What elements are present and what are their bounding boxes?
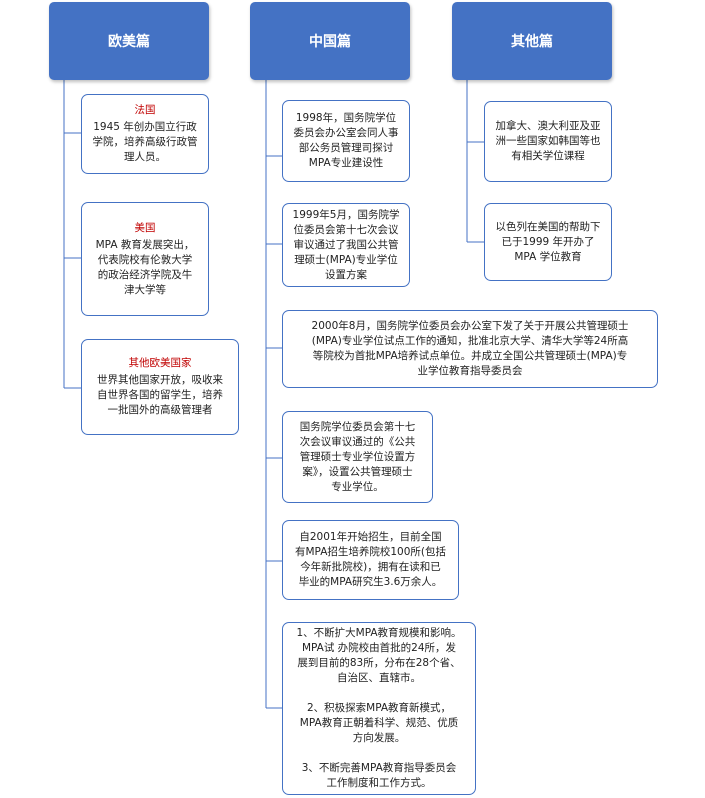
node-china-1999: 1999年5月，国务院学 位委员会第十七次会议 审议通过了我国公共管 理硕士(M… [282, 203, 410, 287]
node-other-israel: 以色列在美国的帮助下 已于1999 年开办了 MPA 学位教育 [484, 203, 612, 281]
node-other-western: 其他欧美国家 世界其他国家开放，吸收来 自世界各国的留学生，培养 一批国外的高级… [81, 339, 239, 435]
node-text: 1999年5月，国务院学 位委员会第十七次会议 审议通过了我国公共管 理硕士(M… [292, 208, 400, 281]
node-text: 世界其他国家开放，吸收来 自世界各国的留学生，培养 一批国外的高级管理者 [97, 374, 223, 416]
header-western: 欧美篇 [49, 2, 209, 80]
node-text: 自2001年开始招生，目前全国 有MPA招生培养院校100所(包括 今年新批院校… [294, 531, 447, 588]
node-title: 其他欧美国家 [128, 357, 192, 369]
node-other-asia: 加拿大、澳大利亚及亚 洲一些国家如韩国等也 有相关学位课程 [484, 101, 612, 182]
node-text: 以色列在美国的帮助下 已于1999 年开办了 MPA 学位教育 [495, 220, 601, 263]
node-text: 国务院学位委员会第十七 次会议审议通过的《公共 管理硕士专业学位设置方 案》，设… [299, 420, 416, 493]
node-usa: 美国 MPA 教育发展突出， 代表院校有伦敦大学 的政治经济学院及牛 津大学等 [81, 202, 209, 316]
node-text: 1、不断扩大MPA教育规模和影响。 MPA试 办院校由首批的24所，发 展到目前… [296, 627, 462, 789]
node-text: 1945 年创办国立行政 学院，培养高级行政管 理人员。 [92, 121, 198, 163]
node-china-1998: 1998年，国务院学位 委员会办公室会同人事 部公务员管理司探讨 MPA专业建设… [282, 100, 410, 182]
header-china: 中国篇 [250, 2, 410, 80]
node-china-degree-setup: 国务院学位委员会第十七 次会议审议通过的《公共 管理硕士专业学位设置方 案》，设… [282, 411, 433, 503]
node-france: 法国 1945 年创办国立行政 学院，培养高级行政管 理人员。 [81, 94, 209, 174]
node-china-2001-enrollment: 自2001年开始招生，目前全国 有MPA招生培养院校100所(包括 今年新批院校… [282, 520, 459, 600]
node-title: 法国 [134, 104, 156, 116]
node-text: 2000年8月，国务院学位委员会办公室下发了关于开展公共管理硕士 (MPA)专业… [311, 320, 629, 377]
node-text: 1998年，国务院学位 委员会办公室会同人事 部公务员管理司探讨 MPA专业建设… [293, 112, 399, 169]
node-china-development: 1、不断扩大MPA教育规模和影响。 MPA试 办院校由首批的24所，发 展到目前… [282, 622, 476, 795]
node-text: MPA 教育发展突出， 代表院校有伦敦大学 的政治经济学院及牛 津大学等 [95, 238, 195, 296]
node-china-2000: 2000年8月，国务院学位委员会办公室下发了关于开展公共管理硕士 (MPA)专业… [282, 310, 658, 388]
header-other: 其他篇 [452, 2, 612, 80]
node-title: 美国 [134, 221, 156, 234]
node-text: 加拿大、澳大利亚及亚 洲一些国家如韩国等也 有相关学位课程 [495, 120, 601, 162]
